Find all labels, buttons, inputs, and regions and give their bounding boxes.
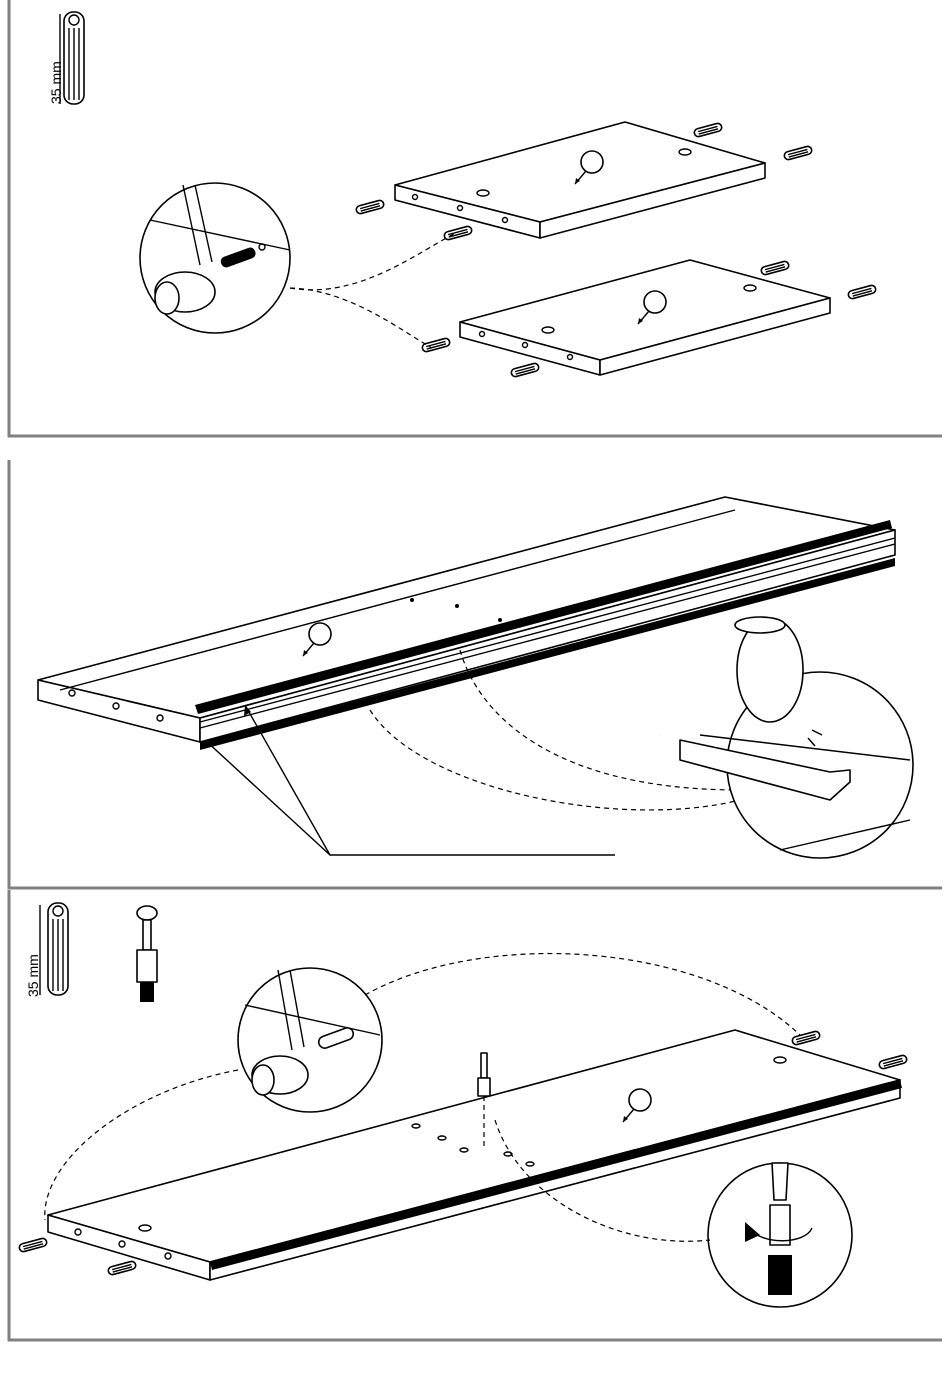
- step-frame: [7, 0, 942, 438]
- step-frame: [7, 890, 942, 1342]
- screwdriver-detail-magnifier: [707, 1162, 853, 1308]
- dowel-size-reference: 35 mm: [48, 11, 85, 105]
- step-3-panel: 35 mm: [7, 890, 942, 1342]
- hammer-detail-magnifier: [237, 967, 383, 1113]
- cam-bolt-inserted: [477, 1052, 491, 1150]
- aluminium-rail: [195, 520, 896, 750]
- step-1-panel: 35 mm: [7, 0, 942, 438]
- mallet-icon: [736, 617, 804, 723]
- step-frame: [7, 460, 942, 890]
- dowel-length-label: 35 mm: [48, 61, 64, 104]
- long-panel: [47, 1029, 902, 1281]
- dowel-length-label: 35 mm: [25, 954, 41, 997]
- dowel-size-reference: 35 mm: [25, 902, 69, 997]
- hammer-detail-magnifier: [139, 182, 291, 334]
- shelf-panel-upper: [394, 121, 766, 239]
- step-2-panel: [7, 460, 942, 890]
- shelf-panel-lower: [459, 259, 831, 376]
- rail-detail-magnifier: [657, 616, 914, 859]
- cam-bolt-icon: [136, 905, 158, 1002]
- leader-line: [244, 704, 615, 856]
